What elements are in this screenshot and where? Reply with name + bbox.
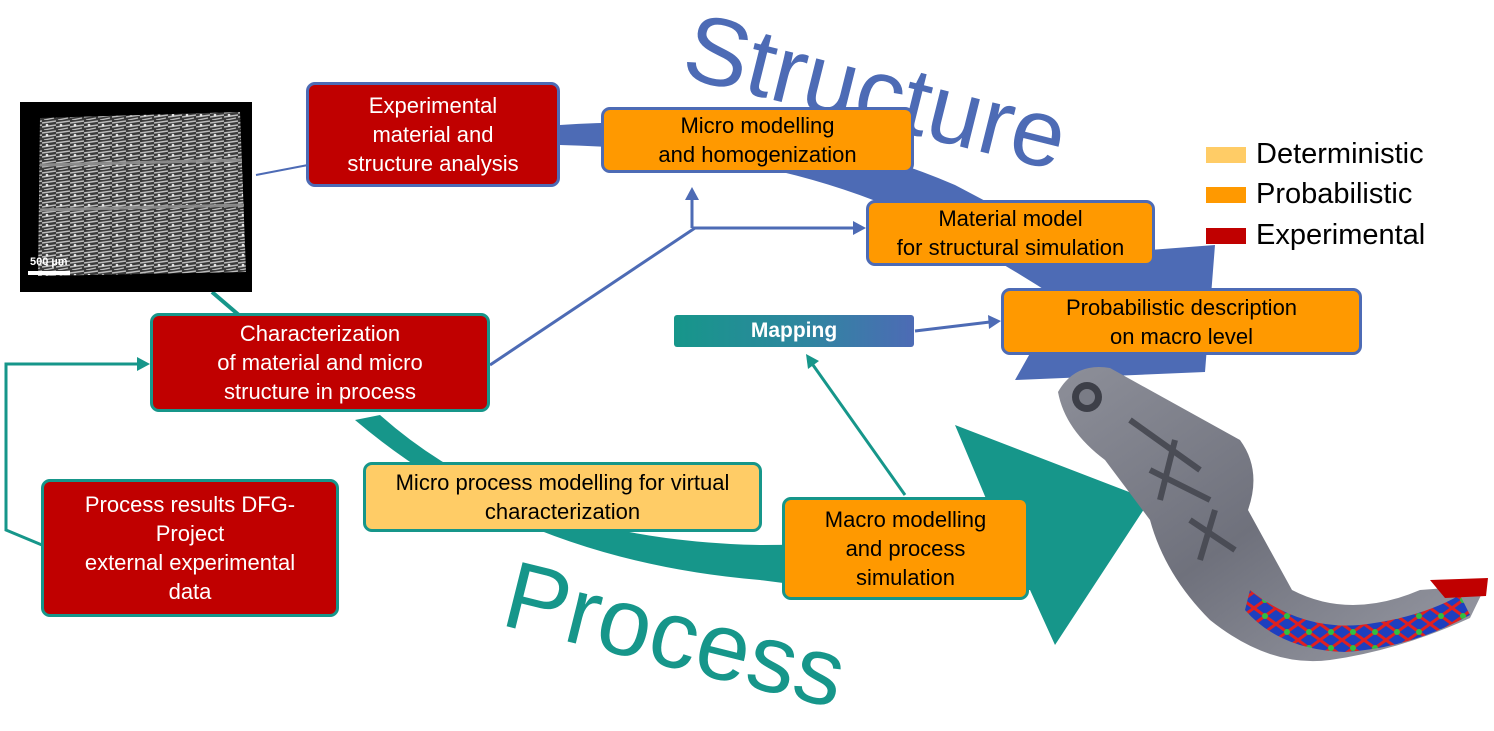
legend-swatch-probabilistic <box>1206 186 1246 203</box>
mapping-label: Mapping <box>674 315 914 347</box>
micro-modelling-box: Micro modelling and homogenization <box>601 107 914 173</box>
characterization-to-models-arrow <box>489 197 855 367</box>
mechanical-part-image <box>1058 367 1488 662</box>
experimental-analysis-box: Experimental material and structure anal… <box>306 82 560 187</box>
image-to-characterization-line <box>210 290 242 318</box>
macro-to-mapping-arrow <box>811 364 907 496</box>
material-model-box: Material model for structural simulation <box>866 200 1155 266</box>
legend-probabilistic: Probabilistic <box>1206 178 1412 211</box>
legend-swatch-experimental <box>1206 227 1246 244</box>
legend-label-deterministic: Deterministic <box>1256 138 1424 170</box>
probabilistic-description-box: Probabilistic description on macro level <box>1001 288 1362 355</box>
legend-label-probabilistic: Probabilistic <box>1256 178 1413 210</box>
legend-label-experimental: Experimental <box>1256 219 1426 251</box>
macro-modelling-box: Macro modelling and process simulation <box>782 497 1029 600</box>
mapping-to-description-arrow <box>914 320 991 333</box>
legend-deterministic: Deterministic <box>1206 138 1424 171</box>
characterization-box: Characterization of material and micro s… <box>150 313 490 412</box>
image-to-analysis-line <box>255 164 309 176</box>
results-to-characterization-arrow <box>4 362 138 547</box>
legend-swatch-deterministic <box>1206 146 1246 163</box>
process-results-box: Process results DFG- Project external ex… <box>41 479 339 617</box>
micro-process-modelling-box: Micro process modelling for virtual char… <box>363 462 762 532</box>
scale-bar-label: 500 µm <box>30 256 68 268</box>
microstructure-image <box>20 102 252 292</box>
legend-experimental: Experimental <box>1206 219 1425 252</box>
